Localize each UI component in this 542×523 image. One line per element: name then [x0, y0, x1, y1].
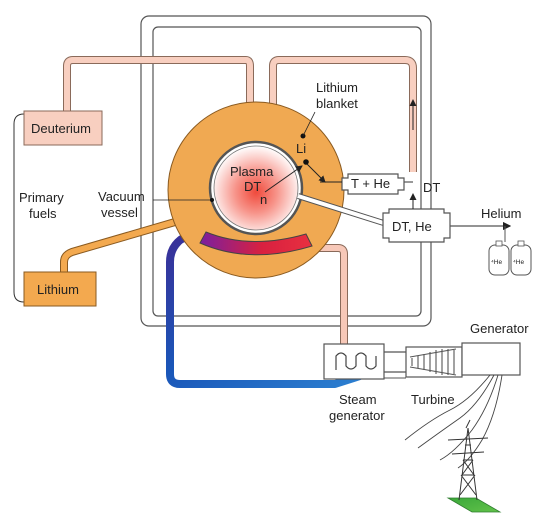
vacuum-vessel-label-1: Vacuum [98, 189, 145, 204]
neutron-path [264, 165, 303, 193]
lithium-source-label: Lithium [37, 282, 79, 297]
lithium-box [23, 271, 97, 307]
steam-generator-label-2: generator [329, 408, 385, 423]
deuterium-label: Deuterium [31, 121, 91, 136]
primary-fuels-label-1: Primary [19, 190, 64, 205]
power-lines [404, 374, 503, 469]
he-tank-1-label: ⁴He [491, 259, 502, 266]
deuterium-box [23, 110, 103, 146]
blanket-heat-exchanger [199, 231, 313, 256]
dt-return-label: DT [423, 180, 440, 195]
neutron-label: n [260, 192, 267, 207]
dt-he-box [382, 208, 451, 243]
vacuum-vessel-label-2: vessel [101, 205, 138, 220]
helium-label: Helium [481, 206, 521, 221]
steam-coil [335, 352, 377, 370]
generator-label: Generator [470, 321, 529, 336]
li-label: Li [296, 141, 306, 156]
generator [461, 342, 521, 376]
plasma-label: Plasma [230, 164, 274, 179]
helium-tanks [488, 240, 532, 276]
hot-coolant-pipe [312, 244, 348, 355]
transmission-pylon [446, 419, 502, 513]
steam-generator [323, 343, 385, 380]
containment-outer [140, 15, 432, 327]
lithium-atom-dot [303, 159, 309, 165]
turbine-blades [411, 349, 455, 375]
he-tank-2-label: ⁴He [513, 259, 524, 266]
t-he-label: T + He [351, 176, 390, 191]
plasma [213, 145, 299, 231]
lithium-blanket-label-2: blanket [316, 96, 358, 111]
t-he-box [341, 173, 405, 195]
steam-to-turbine-pipe [384, 351, 406, 373]
li-reaction-arrow [306, 163, 326, 183]
containment-inner [152, 26, 422, 317]
steam-generator-label-1: Steam [339, 392, 377, 407]
dt-he-label: DT, He [392, 219, 432, 234]
blanket-leader [302, 111, 316, 137]
turbine-label: Turbine [411, 392, 455, 407]
lithium-blanket-label-1: Lithium [316, 80, 358, 95]
primary-fuels-bracket [13, 113, 25, 303]
turbine-housing [405, 346, 463, 378]
primary-fuels-label-2: fuels [29, 206, 57, 221]
dt-plasma-label: DT [244, 179, 261, 194]
